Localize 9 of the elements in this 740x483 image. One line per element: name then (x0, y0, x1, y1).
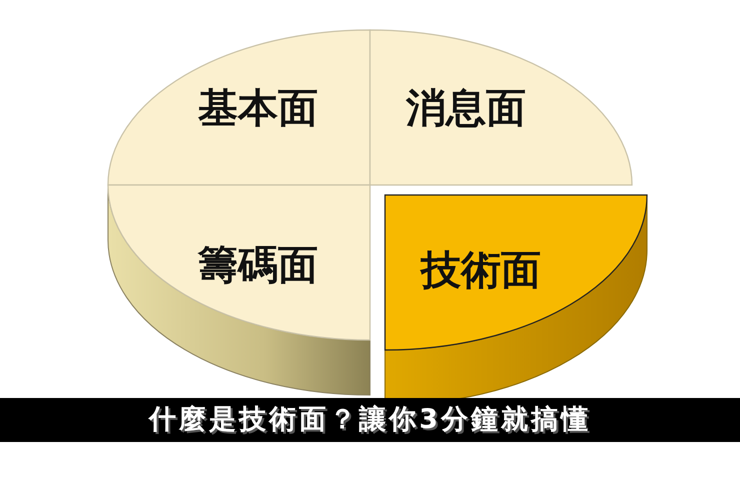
slice-label: 籌碼面 (198, 242, 318, 290)
pie-slice (385, 195, 647, 350)
caption-banner: 什麼是技術面？讓你3分鐘就搞懂 (0, 398, 740, 442)
slice-label: 消息面 (406, 84, 526, 134)
pie-slice (108, 30, 370, 185)
pie-slice (370, 30, 632, 185)
slice-label: 基本面 (198, 84, 318, 134)
slice-label: 技術面 (421, 246, 541, 296)
pie-slice (108, 185, 370, 340)
